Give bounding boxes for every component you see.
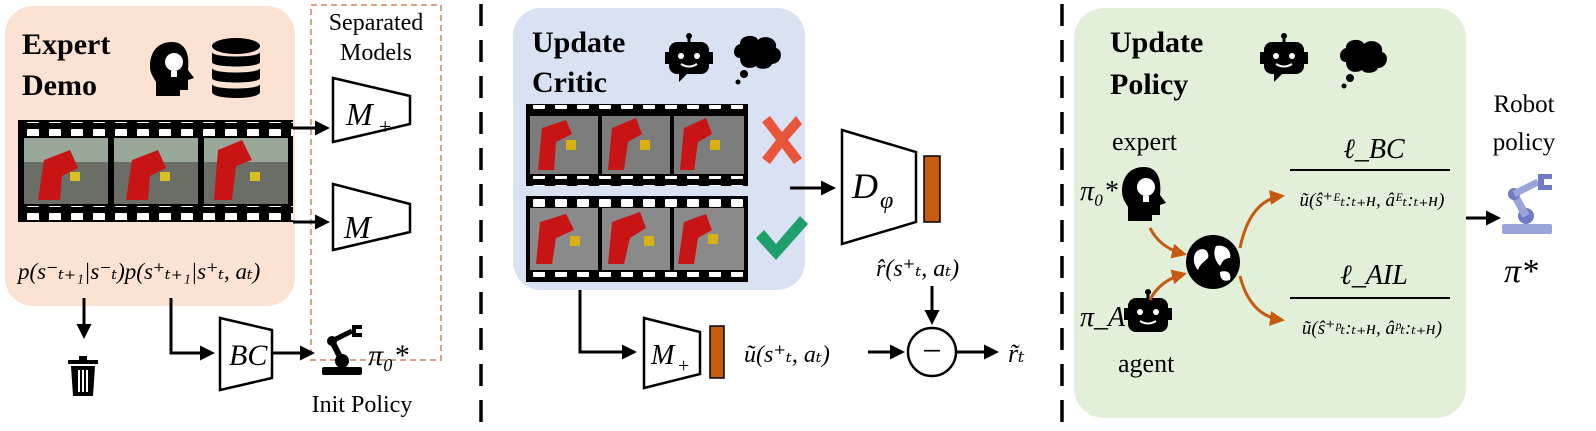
arrow-world-to-ail-loss	[1238, 275, 1285, 326]
final-policy-symbol: π*	[1504, 253, 1538, 290]
critic-film-strip-bad	[526, 104, 748, 186]
arrow-expert-to-world	[1148, 227, 1187, 259]
loss-ail-denominator: ũ(ŝ⁺ᵖₜ:ₜ₊ʜ, âᵖₜ:ₜ₊ʜ)	[1302, 318, 1442, 339]
update-critic-title-2: Critic	[532, 66, 607, 99]
bc-label: BC	[229, 339, 268, 372]
policy-thought-bubble-icon	[1340, 39, 1387, 89]
expert-demo-title-1: Expert	[22, 28, 110, 61]
model-plus-sub: +	[379, 114, 391, 139]
separated-models-label-1: Separated	[329, 10, 424, 36]
loss-ail-numerator: ℓ_AIL	[1340, 260, 1408, 291]
critic-mplus-shape	[642, 316, 702, 390]
expert-frame-3	[204, 138, 288, 204]
model-plus-label: M	[345, 96, 375, 132]
init-policy-label: Init Policy	[312, 392, 413, 418]
agent-policy-symbol: π_A	[1080, 302, 1126, 333]
init-policy-symbol: π₀*	[368, 339, 408, 372]
update-policy-title-1: Update	[1110, 26, 1203, 59]
critic-mplus-label: M	[650, 340, 676, 371]
discriminator-output-bar	[923, 155, 941, 223]
expert-policy-symbol: π₀*	[1080, 176, 1118, 207]
discriminator-label: D	[851, 166, 878, 206]
model-minus-shape	[331, 182, 412, 252]
u-tilde-label: ũ(s⁺ₜ, aₜ)	[744, 342, 830, 368]
trash-icon	[68, 356, 98, 396]
loss-bc-numerator: ℓ_BC	[1343, 134, 1405, 165]
thought-bubble-icon	[734, 35, 781, 85]
critic-mplus-output-bar	[709, 325, 725, 379]
expert-head-icon	[150, 42, 194, 96]
policy-robot-head-icon	[1260, 33, 1308, 82]
model-plus-shape	[331, 76, 412, 144]
expert-demo-title-2: Demo	[22, 69, 97, 102]
arrow-world-to-bc-loss	[1238, 190, 1285, 249]
world-model-globe-icon	[1186, 235, 1240, 289]
critic-film-strip-good	[526, 196, 748, 282]
update-critic-title-1: Update	[532, 26, 625, 59]
model-minus-sub: −	[377, 226, 389, 251]
expert-prob-formula: p(s⁻ₜ₊₁|s⁻ₜ)p(s⁺ₜ₊₁|s⁺ₜ, aₜ)	[16, 259, 260, 284]
check-icon	[756, 216, 808, 260]
model-minus-label: M	[343, 209, 373, 245]
update-critic-panel: Update Critic	[513, 8, 1025, 390]
expert-label: expert	[1112, 127, 1178, 156]
update-policy-panel: Update Policy expert π₀* π_A	[1074, 8, 1556, 418]
robot-head-icon	[665, 33, 713, 82]
policy-agent-robot-icon	[1124, 289, 1172, 332]
cross-icon	[762, 116, 802, 164]
robot-policy-label-1: Robot	[1493, 91, 1554, 118]
discriminator-sub: φ	[880, 188, 893, 214]
arrow-to-critic-mplus	[578, 290, 637, 360]
expert-demo-panel: Expert Demo	[5, 4, 442, 418]
loss-bc-denominator: ũ(ŝ⁺ᴱₜ:ₜ₊ʜ, âᴱₜ:ₜ₊ʜ)	[1300, 190, 1445, 211]
reward-hat-label: r̂(s⁺ₜ, aₜ)	[876, 256, 959, 282]
minus-operator-symbol: −	[922, 333, 941, 370]
final-robot-arm-icon	[1502, 174, 1552, 234]
expert-frame-1	[24, 138, 108, 204]
r-tilde-label: r̃ₜ	[1008, 339, 1025, 368]
database-icon	[212, 38, 260, 98]
update-policy-title-2: Policy	[1110, 68, 1188, 101]
robot-arm-icon	[322, 325, 362, 375]
discriminator-shape	[840, 128, 918, 246]
critic-mplus-sub: +	[678, 355, 689, 377]
arrow-to-bc	[169, 298, 215, 361]
policy-expert-head-icon	[1122, 167, 1166, 221]
expert-frame-2	[114, 138, 198, 204]
bc-shape	[218, 316, 274, 392]
separated-models-box	[310, 4, 442, 361]
robot-policy-label-2: policy	[1493, 129, 1556, 156]
arrow-agent-to-world	[1148, 269, 1187, 301]
separated-models-label-2: Models	[340, 40, 412, 66]
expert-film-strip	[18, 120, 293, 222]
agent-label: agent	[1118, 349, 1175, 378]
